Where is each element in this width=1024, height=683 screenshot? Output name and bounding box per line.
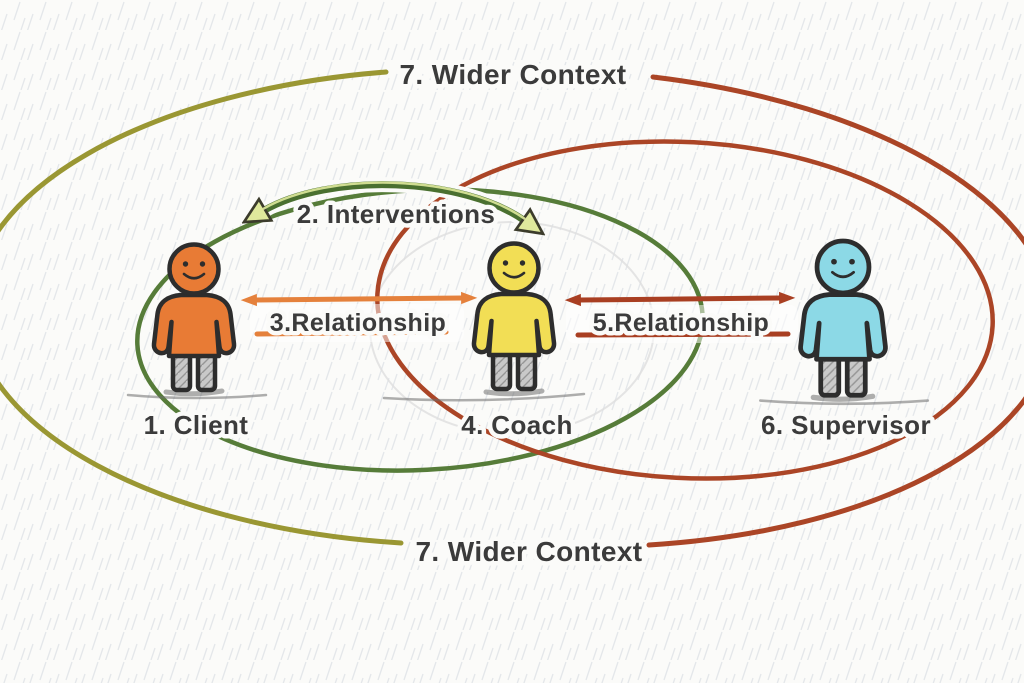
coach-head: [487, 241, 541, 295]
supervisor-face: [831, 258, 855, 279]
supervisor-eye-left: [831, 258, 837, 265]
client-smile: [182, 272, 206, 280]
coach-label: 4. Coach: [461, 410, 573, 440]
supervisor-ground-shadow: [810, 393, 876, 402]
relationship-coach-supervisor-label: 5.Relationship: [593, 309, 769, 337]
coach-ground-line: [382, 392, 586, 402]
relationship-client-coach-label: 3.Relationship: [270, 309, 446, 337]
supervisor-label: 6. Supervisor: [761, 410, 931, 440]
client-face: [182, 261, 206, 280]
relationship-arrow-coach-supervisor: [564, 291, 796, 307]
coach-face: [502, 260, 526, 279]
client-label: 1. Client: [144, 410, 249, 440]
client-figure: [126, 242, 268, 400]
client-ground-shadow: [163, 388, 225, 397]
relationship-arrow-client-coach: [240, 291, 478, 307]
coach-smile: [502, 271, 526, 279]
wider-context-title-bottom: 7. Wider Context: [415, 536, 642, 567]
coach-figure: [382, 241, 586, 402]
wider-context-arc-right: [646, 74, 1024, 548]
supervisor-eye-right: [849, 258, 855, 265]
coach-eye-right: [519, 260, 526, 266]
interventions-arrow-highlight: [262, 181, 526, 220]
coach-ground-shadow: [483, 388, 545, 397]
coach-eye-left: [502, 260, 509, 266]
supervisor-ground-line: [758, 399, 930, 406]
relationship-underline-coach-supervisor: [575, 331, 791, 338]
client-head: [167, 242, 221, 296]
interventions-arrow: [262, 177, 526, 221]
coach-torso: [471, 291, 557, 358]
relationship-underline-client-coach: [254, 329, 449, 337]
interventions-label: 2. Interventions: [297, 199, 496, 229]
wider-context-arc-left: [0, 69, 404, 546]
wider-context-title-top: 7. Wider Context: [399, 59, 626, 90]
supervisor-figure: [758, 238, 930, 406]
client-ground-line: [126, 393, 268, 400]
supervisor-torso: [798, 292, 888, 362]
client-eye-left: [182, 261, 189, 267]
supervisor-smile: [831, 270, 855, 279]
interventions-arrow-shaft: [263, 181, 525, 221]
client-torso: [151, 292, 237, 359]
client-eye-right: [199, 261, 206, 267]
supervisor-head: [814, 238, 872, 296]
